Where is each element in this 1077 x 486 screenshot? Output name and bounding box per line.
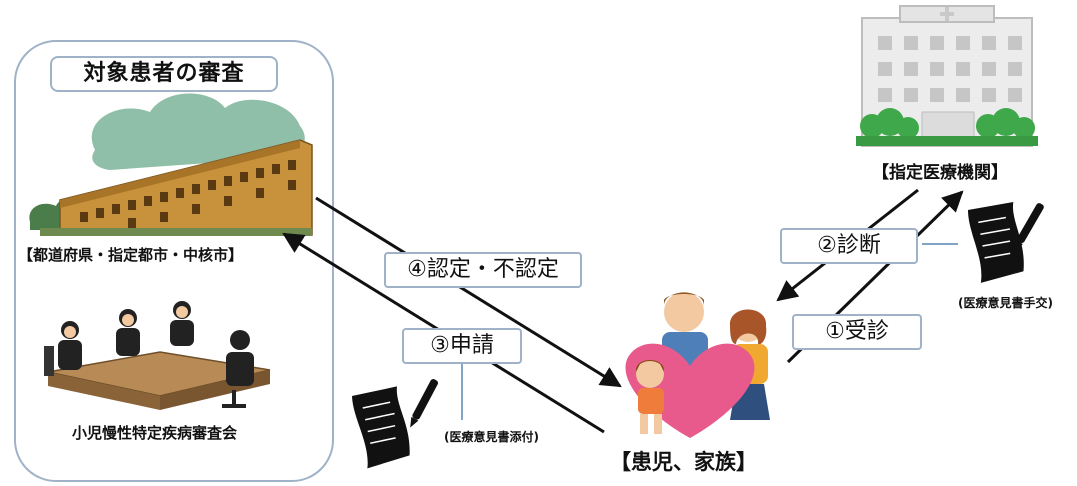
approval-step-box: ④認定・不認定 [384,252,582,288]
diagnosis-step-box: ②診断 [780,228,918,264]
certificate-issued-note: (医療意見書手交) [958,296,1053,310]
family-label: 【患児、家族】 [610,450,757,474]
certificate-attached-note: (医療意見書添付) [444,430,539,444]
council-label: 小児慢性特定疾病審査会 [72,424,238,442]
consultation-step-box: ①受診 [792,314,922,350]
review-panel [14,40,334,482]
application-step-box: ③申請 [402,328,522,364]
review-panel-title: 対象患者の審査 [50,56,278,92]
prefecture-label: 【都道府県・指定都市・中核市】 [18,246,244,264]
approval-arrow [315,196,622,388]
hospital-label: 【指定医療機関】 [872,163,1008,183]
